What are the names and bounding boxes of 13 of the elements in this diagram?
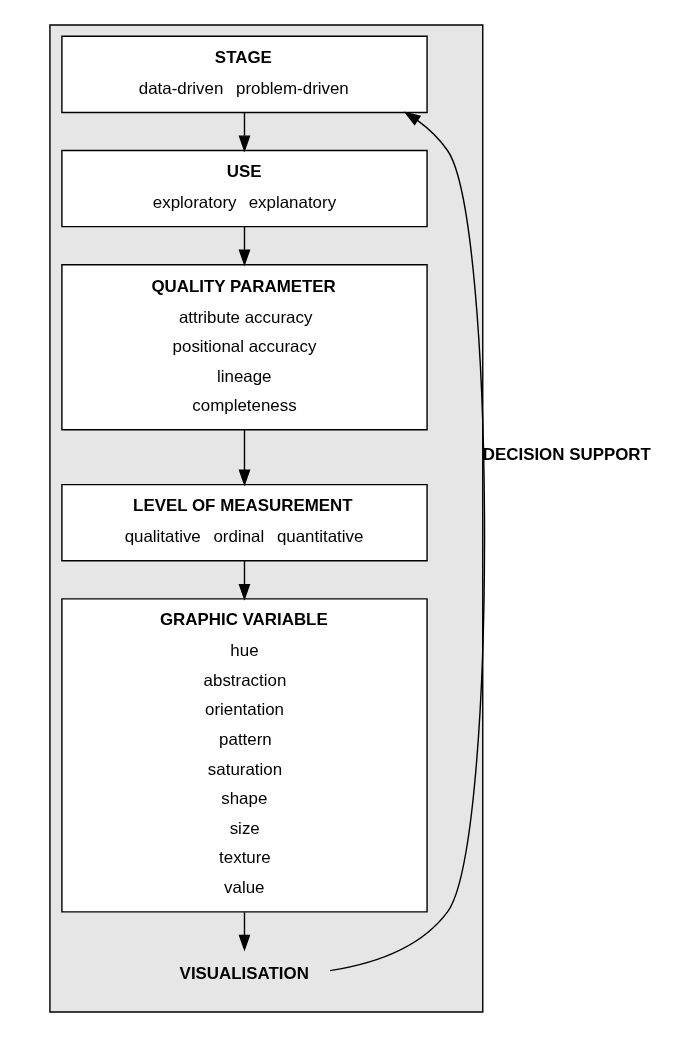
edge-label: DECISION SUPPORT — [482, 445, 651, 465]
arrow — [238, 560, 250, 601]
node-box: GRAPHIC VARIABLE hue abstraction orientation pattern saturation shape size texture value — [60, 598, 428, 913]
node-box: QUALITY PARAMETER attribute accuracy positional accuracy lineage completeness — [60, 264, 428, 431]
node-box: USE exploratory explanatory — [60, 149, 428, 228]
node-box: LEVEL OF MEASUREMENT qualitative ordinal quantitative — [60, 483, 428, 562]
arrow — [328, 111, 485, 972]
arrow — [238, 911, 250, 952]
arrow — [238, 112, 250, 153]
arrow — [238, 226, 250, 267]
node-text: VISUALISATION — [179, 963, 309, 983]
arrow — [238, 429, 250, 487]
node-box: STAGE data-driven problem-driven — [60, 35, 428, 114]
